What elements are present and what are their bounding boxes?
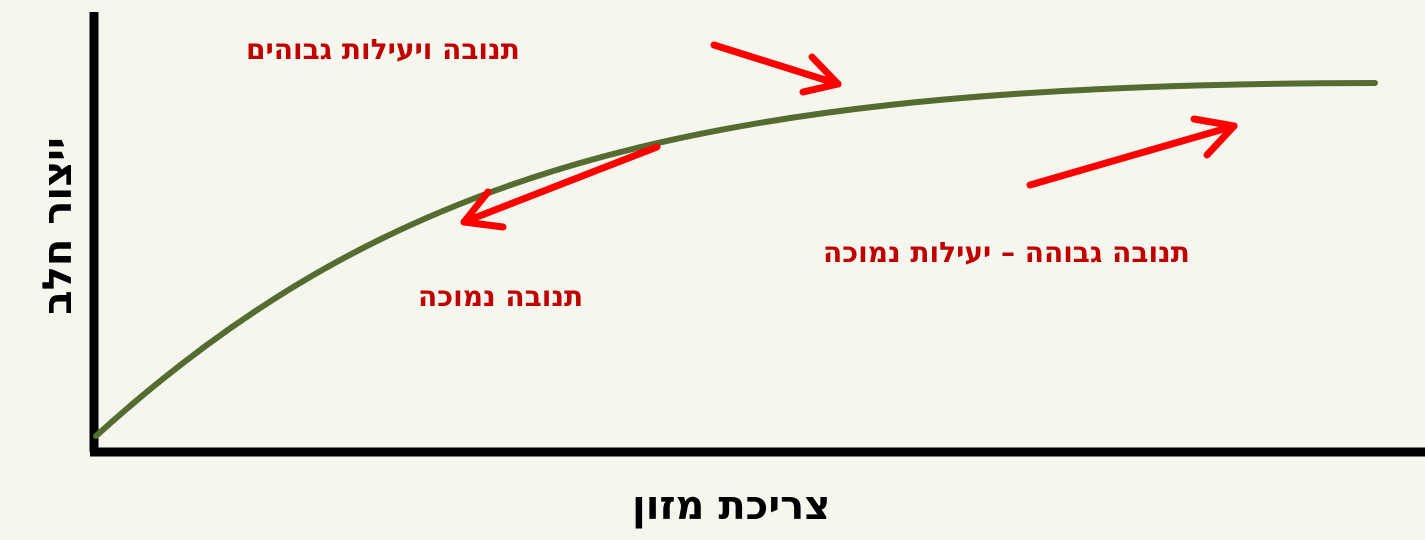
annotation-high-yield-efficiency: תנובה ויעילות גבוהים	[246, 33, 520, 66]
y-axis-label: ייצור חלב	[35, 137, 81, 315]
arrow-left-down-icon	[460, 143, 661, 231]
annotation-high-yield-low-efficiency: תנובה גבוהה – יעילות נמוכה	[823, 236, 1190, 269]
x-axis-label: צריכת מזון	[632, 483, 831, 529]
response-curve	[93, 80, 1378, 439]
arrow-right-down-icon	[710, 41, 842, 96]
annotation-low-yield: תנובה נמוכה	[418, 280, 584, 313]
arrow-right-up-icon	[1026, 115, 1238, 189]
